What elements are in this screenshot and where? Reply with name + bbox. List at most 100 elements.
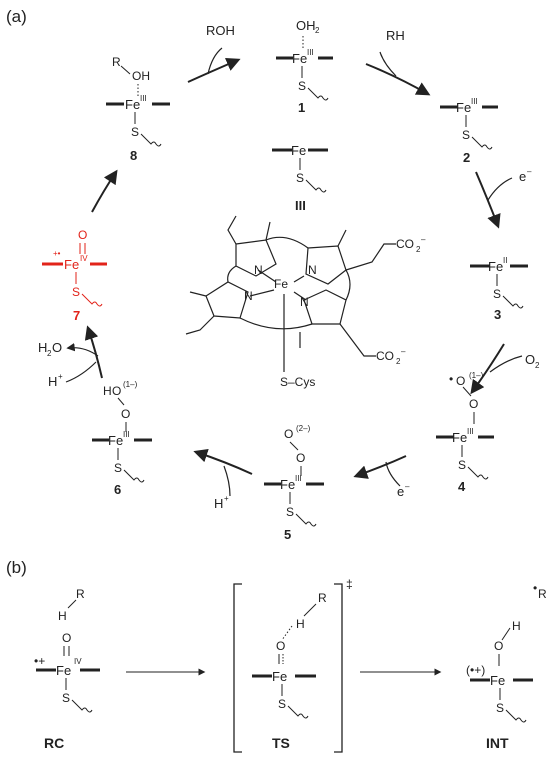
oxo-atom: O xyxy=(276,639,285,653)
methyl-group-2 xyxy=(337,229,347,247)
carboxylate-2: CO xyxy=(376,349,394,363)
oxygen-atom-proximal: O xyxy=(121,407,130,421)
cysteine-wavy-bond xyxy=(123,469,145,483)
oxidation-state: III xyxy=(140,94,147,103)
sulfur-atom: S xyxy=(278,697,286,711)
meso-bridge-top xyxy=(265,236,309,249)
compound-number-1: 1 xyxy=(298,100,305,115)
fe-n-bond-3 xyxy=(249,289,275,297)
iron-atom: Fe xyxy=(456,100,471,115)
meso-bridge-left xyxy=(227,265,237,283)
pyrrole-ring-3 xyxy=(205,281,249,319)
iron-atom: Fe xyxy=(490,673,505,688)
fe-n-bond-1 xyxy=(257,269,277,283)
panel-a-label: (a) xyxy=(6,7,27,26)
oxo-atom: O xyxy=(78,228,87,242)
reagent-electron-2: e xyxy=(397,484,404,499)
transition-state-symbol: ‡ xyxy=(346,577,353,591)
compound-number-4: 4 xyxy=(458,479,466,494)
hydrogen-atom: H xyxy=(296,617,305,631)
water-ligand: OH xyxy=(296,18,316,33)
water-release-curve xyxy=(66,343,99,357)
sulfur-atom: S xyxy=(496,701,504,715)
cysteine-wavy-bond xyxy=(467,466,489,480)
meso-bridge-bottom xyxy=(239,317,313,330)
iron-atom: Fe xyxy=(280,477,295,492)
cysteine-wavy-bond xyxy=(505,709,527,723)
compound-number-3: 3 xyxy=(494,307,501,322)
cysteine-wavy-bond xyxy=(307,87,329,101)
label-TS: TS xyxy=(272,735,290,751)
carboxylate-2-charge: – xyxy=(401,347,406,356)
heme-porphyrin-structure xyxy=(185,215,396,372)
cysteine-wavy-bond xyxy=(295,513,317,527)
compound-number-8: 8 xyxy=(130,148,137,163)
compound-number-5: 5 xyxy=(284,527,291,542)
sulfur-atom: S xyxy=(458,458,466,472)
cysteine-ligand: S–Cys xyxy=(280,375,315,389)
vinyl-group-1 xyxy=(227,215,237,245)
species-4-superoxo: • O (1–) O Fe III S 4 xyxy=(436,371,494,494)
reagent-o2: O xyxy=(525,352,535,367)
hydrogen-atom: H xyxy=(58,609,67,623)
radical-cation-label: (•+) xyxy=(466,663,485,677)
reagent-electron-1: e xyxy=(519,169,526,184)
charge-label: (1–) xyxy=(469,371,484,380)
arrow-1-to-2 xyxy=(365,63,431,96)
charge-label: (1–) xyxy=(123,380,138,389)
o-h-bond xyxy=(501,627,511,641)
arrow-7-to-8 xyxy=(91,169,118,213)
sulfur-atom: S xyxy=(62,691,70,705)
oxidation-state: IV xyxy=(74,657,82,666)
proton-charge-1: + xyxy=(224,494,229,503)
sulfur-atom: S xyxy=(493,287,501,301)
iron-atom: Fe xyxy=(125,97,140,112)
heme-iron: Fe xyxy=(274,277,288,291)
electron-entry-curve-1 xyxy=(487,177,513,201)
cysteine-wavy-bond xyxy=(81,293,103,307)
r-h-bond xyxy=(67,599,77,609)
oxygen-atom-proximal: O xyxy=(296,451,305,465)
compound-number-6: 6 xyxy=(114,482,121,497)
oxidation-state: II xyxy=(503,256,507,265)
sulfur-atom: S xyxy=(72,285,80,299)
compound-number-7: 7 xyxy=(73,308,80,323)
hydroxyl-group: OH xyxy=(132,69,150,83)
transition-state-TS: ‡ R H O Fe S TS xyxy=(233,577,353,753)
iron-atom: Fe xyxy=(108,433,123,448)
heme-nitrogen-4: N xyxy=(300,295,309,309)
proton-entry-curve-2 xyxy=(65,361,97,383)
partial-o-h-bond xyxy=(281,625,293,641)
cysteine-wavy-bond xyxy=(287,705,309,719)
pyrrole-ring-4 xyxy=(303,289,347,325)
cysteine-wavy-bond xyxy=(140,133,162,147)
proton-entry-curve-1 xyxy=(223,465,231,497)
iron-atom: Fe xyxy=(292,51,307,66)
reagent-water: H xyxy=(38,340,47,355)
oxidation-state: III xyxy=(307,48,314,57)
arrow-4-to-5 xyxy=(353,455,407,479)
species-3-ferrous: Fe II S 3 xyxy=(470,256,528,322)
arrow-3-to-4 xyxy=(470,343,505,395)
oxygen-atom-distal: O xyxy=(112,384,121,398)
sulfur-atom: S xyxy=(131,125,139,139)
fe-n-bond-2 xyxy=(293,275,305,283)
propionate-chain-1 xyxy=(345,243,396,271)
reagent-proton-2: H xyxy=(48,374,57,389)
oxidation-state: III xyxy=(123,430,130,439)
proton-charge-2: + xyxy=(58,372,63,381)
r-o-bond xyxy=(120,65,131,75)
bracket-left xyxy=(233,583,242,753)
radical-dot: • xyxy=(533,581,537,595)
species-2-substrate-bound: Fe III S 2 xyxy=(440,97,498,165)
heme-atom-labels: Fe N N N N CO 2 – CO 2 – S–Cys xyxy=(244,235,426,389)
vinyl-group-2 xyxy=(185,315,215,335)
arrow-8-to-1 xyxy=(187,57,241,83)
iron-atom: Fe xyxy=(272,669,287,684)
oxygen-atom-proximal: O xyxy=(469,397,478,411)
arrow-5-to-6 xyxy=(193,448,253,475)
cysteine-wavy-bond xyxy=(305,179,327,193)
sulfur-atom: S xyxy=(462,128,470,142)
oxidation-state: III xyxy=(471,97,478,106)
